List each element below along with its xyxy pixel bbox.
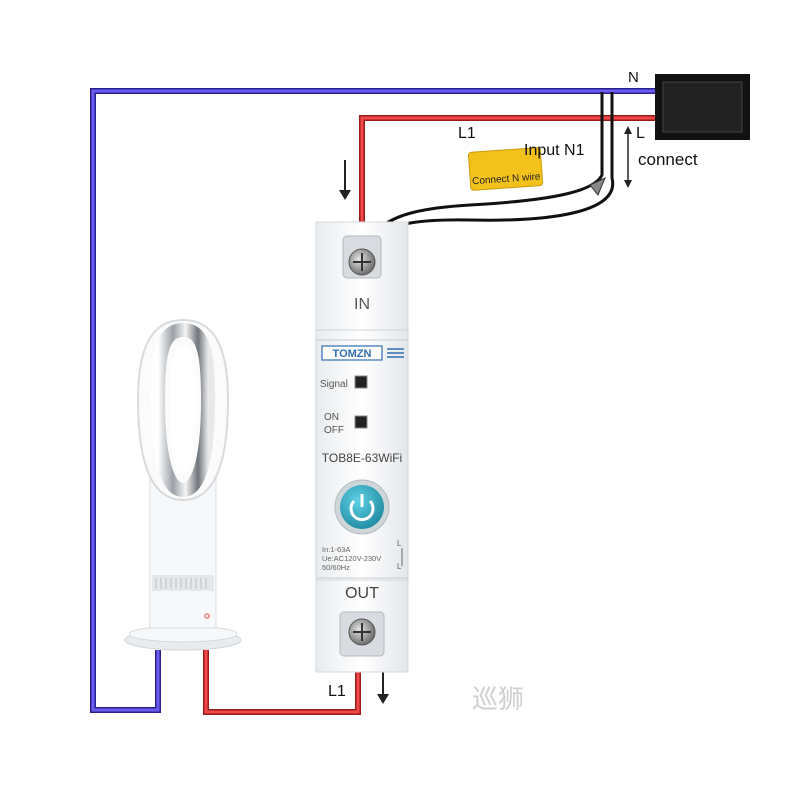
label-in: IN [354, 296, 370, 313]
in-terminal-screw [342, 235, 382, 279]
out-terminal-screw [339, 611, 385, 657]
label-off: OFF [324, 425, 344, 436]
signal-led [354, 375, 368, 389]
label-l1-top: L1 [458, 125, 476, 142]
brand-lines-icon [387, 348, 404, 358]
model-label: TOB8E-63WiFi [322, 451, 402, 465]
label-out: OUT [345, 585, 379, 602]
arrow-down-in [339, 160, 351, 200]
label-signal: Signal [320, 379, 348, 390]
label-input-n1: Input N1 [524, 142, 585, 159]
side-label-l1: L [397, 539, 402, 548]
arrow-connect [624, 126, 632, 188]
label-on: ON [324, 412, 339, 423]
label-l: L [636, 125, 645, 142]
spec-current: In:1-63A [322, 545, 350, 554]
junction-box [655, 74, 750, 140]
spec-voltage: Ue:AC120V-230V [322, 554, 381, 563]
spec-frequency: 50/60Hz [322, 563, 350, 572]
connect-n-wire-tag: Connect N wire [468, 147, 544, 191]
label-n: N [628, 69, 639, 86]
watermark: 巡狮 [472, 684, 524, 714]
status-led [354, 415, 368, 429]
connect-n-wire-text: Connect N wire [472, 172, 541, 188]
fan-heater [124, 318, 242, 651]
label-connect: connect [638, 150, 698, 169]
side-label-l2: L [397, 562, 402, 571]
brand-logo: TOMZN [333, 348, 372, 360]
smart-breaker: IN TOMZN Signal ON OFF TOB8E-63WiFi In:1… [315, 221, 409, 673]
power-button[interactable] [334, 479, 390, 535]
label-l1-bottom: L1 [328, 683, 346, 700]
